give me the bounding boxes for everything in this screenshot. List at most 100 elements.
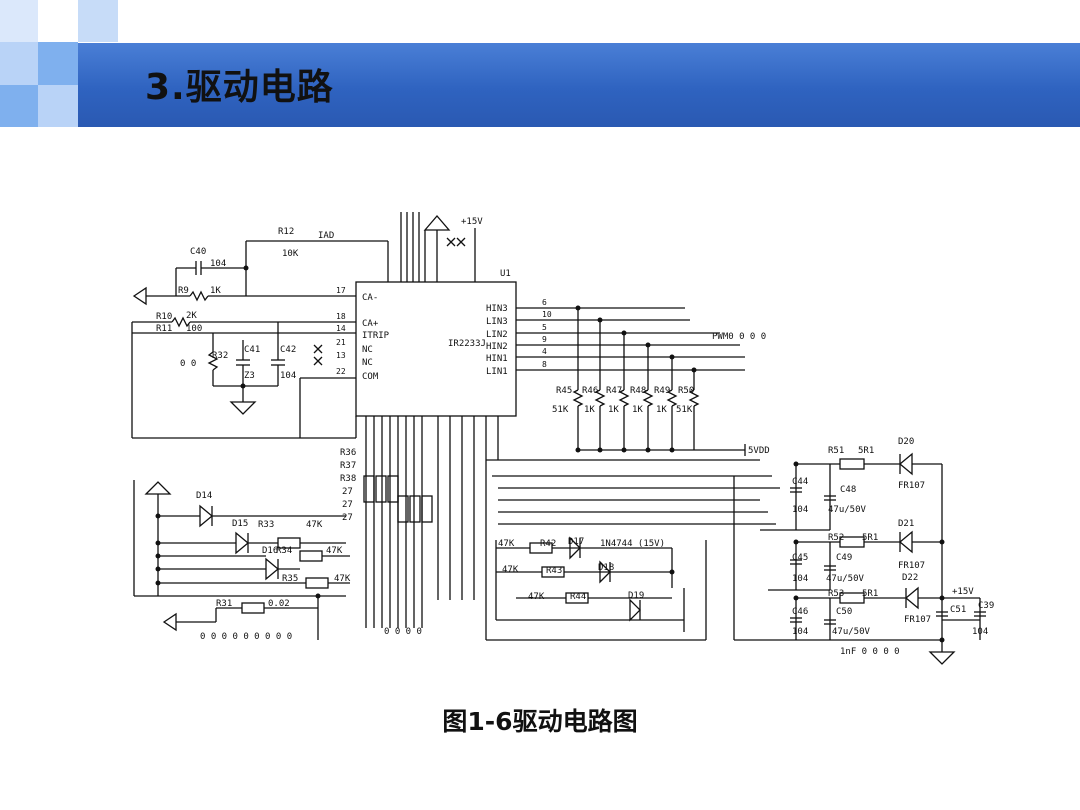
ic-left-pin-num: 21 <box>336 338 346 347</box>
pullup-value: 1K <box>656 405 667 415</box>
c42-label: C42 <box>280 345 296 355</box>
r31-value: 0.02 <box>268 599 290 609</box>
res-label: R53 <box>828 589 844 599</box>
bottom-right-label: 1nF 0 0 0 0 <box>840 647 900 657</box>
resistor-value: 47K <box>334 574 351 584</box>
gate-res-label: 27 <box>342 487 353 497</box>
resistor-value: 47K <box>502 565 519 575</box>
cap-value: 104 <box>792 574 808 584</box>
ic-right-pin-num: 5 <box>542 323 547 332</box>
c40-label: C40 <box>190 247 206 257</box>
pullup-label: R48 <box>630 386 646 396</box>
r32-value: 0 0 <box>180 359 196 369</box>
gate-res-label: R36 <box>340 448 356 458</box>
ic-name-label: U1 <box>500 269 511 279</box>
vdd-net-label: 5VDD <box>748 446 770 456</box>
cap-label: C46 <box>792 607 808 617</box>
figure-caption: 图1-6驱动电路图 <box>442 707 638 736</box>
ic-left-pin-label: CA- <box>362 293 378 303</box>
ic-right-pin-label: HIN1 <box>486 354 508 364</box>
res-value: 5R1 <box>862 589 878 599</box>
r12-label: R12 <box>278 227 294 237</box>
resistor-label: R34 <box>276 546 292 556</box>
signal-iad-label: IAD <box>318 231 334 241</box>
ecap-value: 47u/50V <box>828 505 867 515</box>
cap-label: C44 <box>792 477 808 487</box>
gate-res-label: R37 <box>340 461 356 471</box>
ic-right-pin-label: HIN2 <box>486 342 508 352</box>
diode-label: D19 <box>628 591 644 601</box>
pullup-label: R46 <box>582 386 598 396</box>
gate-res-label: 27 <box>342 513 353 523</box>
cap-value: 104 <box>792 627 808 637</box>
ic-right-pin-label: LIN1 <box>486 367 508 377</box>
diode-label: D17 <box>568 537 584 547</box>
ic-left-pin-num: 14 <box>336 324 346 333</box>
resistor-label: R44 <box>570 592 586 602</box>
pullup-value: 51K <box>552 405 569 415</box>
ic-right-pin-num: 4 <box>542 347 547 356</box>
c42-value: 104 <box>280 371 296 381</box>
c39-value: 104 <box>972 627 988 637</box>
res-label: R51 <box>828 446 844 456</box>
r10-value: 2K <box>186 311 197 321</box>
ic-left-pin-num: 13 <box>336 351 346 360</box>
cap-label: C45 <box>792 553 808 563</box>
ic-left-pin-label: ITRIP <box>362 331 390 341</box>
ic-left-pin-num: 22 <box>336 367 346 376</box>
bottom-mid-label: 0 0 0 0 <box>384 627 422 637</box>
r10-label: R10 <box>156 312 172 322</box>
ic-right-pin-label: HIN3 <box>486 304 508 314</box>
gate-res-label: R38 <box>340 474 356 484</box>
bottom-left-label: 0 0 0 0 0 0 0 0 0 <box>200 632 292 642</box>
slide-title: 3.驱动电路 <box>145 67 334 108</box>
cap-value: 104 <box>792 505 808 515</box>
ic-left-pin-label: COM <box>362 372 379 382</box>
pullup-value: 51K <box>676 405 693 415</box>
res-value: 5R1 <box>862 533 878 543</box>
diode-label: D14 <box>196 491 212 501</box>
resistor-value: 47K <box>326 546 343 556</box>
resistor-value: 47K <box>306 520 323 530</box>
r31-label: R31 <box>216 599 232 609</box>
c39-label: C39 <box>978 601 994 611</box>
ic-right-pin-label: LIN3 <box>486 317 508 327</box>
ic-part-label: IR2233J <box>448 339 486 349</box>
ic-left-pin-num: 18 <box>336 312 346 321</box>
ecap-label: C50 <box>836 607 852 617</box>
pullup-value: 1K <box>608 405 619 415</box>
ic-left-pin-label: NC <box>362 358 373 368</box>
diode-part: FR107 <box>898 481 925 491</box>
header-band <box>78 43 1080 127</box>
r9-value: 1K <box>210 286 221 296</box>
c41-label: C41 <box>244 345 260 355</box>
pullup-label: R50 <box>678 386 694 396</box>
ic-right-pin-num: 8 <box>542 360 547 369</box>
ic-left-pin-num: 17 <box>336 286 346 295</box>
ic-right-pin-num: 10 <box>542 310 552 319</box>
diode-part: FR107 <box>898 561 925 571</box>
resistor-label: R35 <box>282 574 298 584</box>
diode-label: D22 <box>902 573 918 583</box>
ecap-value: 47u/50V <box>826 574 865 584</box>
pwm-net-label: PWM0 0 0 0 <box>712 332 766 342</box>
resistor-label: R33 <box>258 520 274 530</box>
pullup-label: R49 <box>654 386 670 396</box>
c40-value: 104 <box>210 259 226 269</box>
r9-label: R9 <box>178 286 189 296</box>
r11-value: 100 <box>186 324 202 334</box>
ecap-value: 47u/50V <box>832 627 871 637</box>
r11-label: R11 <box>156 324 172 334</box>
diode-label: D21 <box>898 519 914 529</box>
resistor-label: R42 <box>540 539 556 549</box>
r32-label: R32 <box>212 351 228 361</box>
pullup-value: 1K <box>632 405 643 415</box>
ic-left-pin-label: NC <box>362 345 373 355</box>
diode-label: D15 <box>232 519 248 529</box>
resistor-value: 47K <box>528 592 545 602</box>
diode-label: D16 <box>262 546 278 556</box>
diode-label: D20 <box>898 437 914 447</box>
resistor-value: 47K <box>498 539 515 549</box>
pullup-label: R47 <box>606 386 622 396</box>
